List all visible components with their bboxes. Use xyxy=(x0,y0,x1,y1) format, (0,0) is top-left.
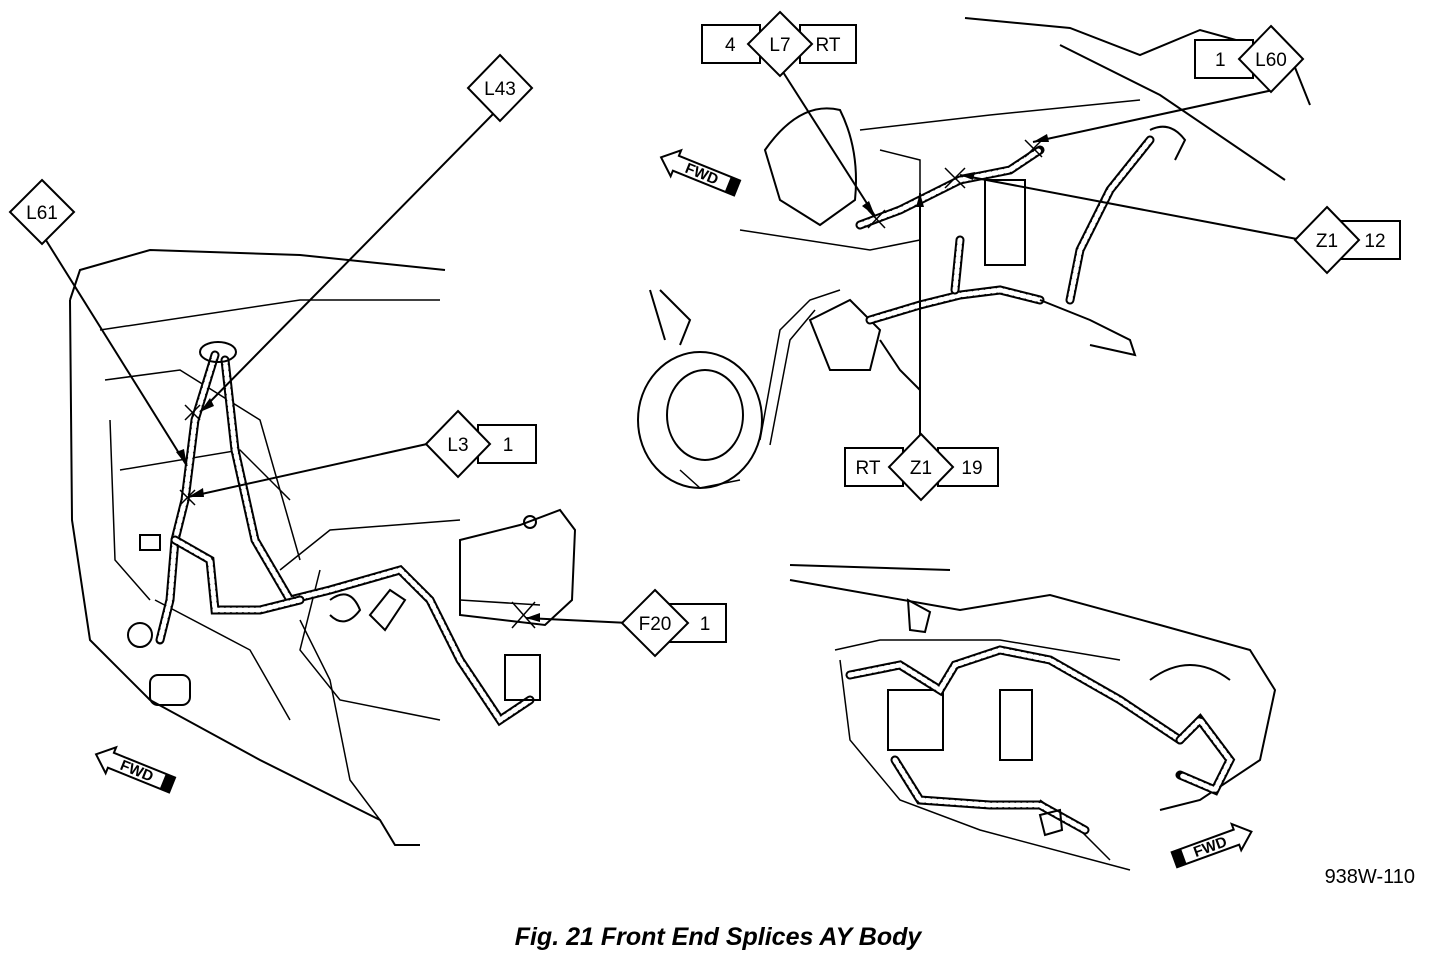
callout-l7: 4 L7 RT xyxy=(701,10,857,78)
callout-z1-19-right: 19 xyxy=(961,458,982,479)
callout-l3-right: 1 xyxy=(503,435,514,456)
callout-z1-19-left: RT xyxy=(856,458,881,479)
callout-l60-left: 1 xyxy=(1215,50,1226,71)
fwd-arrow-left-view: FWD xyxy=(94,745,177,794)
top-view-drawing xyxy=(637,17,1311,489)
callout-f20-right: 1 xyxy=(700,614,711,635)
callout-l7-code: L7 xyxy=(769,35,790,56)
fwd-label-top-view: FWD xyxy=(683,160,721,189)
callout-l60-code: L60 xyxy=(1255,50,1287,71)
leader-lines xyxy=(43,71,1298,624)
left-view-drawing xyxy=(69,248,577,846)
callout-z1-12: Z1 12 xyxy=(1293,205,1401,275)
callout-z1-19: RT Z1 19 xyxy=(844,432,999,502)
callout-l7-right: RT xyxy=(816,35,841,56)
fwd-arrow-bottom-view: FWD xyxy=(1170,822,1253,869)
callout-l7-left: 4 xyxy=(725,35,736,56)
callout-z1-12-code: Z1 xyxy=(1316,231,1338,252)
figure-caption: Fig. 21 Front End Splices AY Body xyxy=(515,923,923,951)
figure-code: 938W-110 xyxy=(1325,866,1415,888)
callout-z1-12-right: 12 xyxy=(1364,231,1385,252)
callout-l43: L43 xyxy=(466,53,534,123)
fwd-label-bottom-view: FWD xyxy=(1191,833,1229,861)
callout-l43-code: L43 xyxy=(484,79,516,100)
bottom-view-drawing xyxy=(789,564,1277,871)
callout-z1-19-code: Z1 xyxy=(910,458,932,479)
fwd-arrow-top-view: FWD xyxy=(659,148,742,197)
fwd-label-left-view: FWD xyxy=(118,757,156,786)
callout-l60: 1 L60 xyxy=(1194,24,1305,94)
callout-l3: L3 1 xyxy=(424,409,537,479)
callout-f20-code: F20 xyxy=(639,614,672,635)
callout-f20: F20 1 xyxy=(620,588,727,658)
callout-l61-code: L61 xyxy=(26,203,58,224)
callout-l61: L61 xyxy=(8,178,76,246)
callout-l3-code: L3 xyxy=(447,435,468,456)
